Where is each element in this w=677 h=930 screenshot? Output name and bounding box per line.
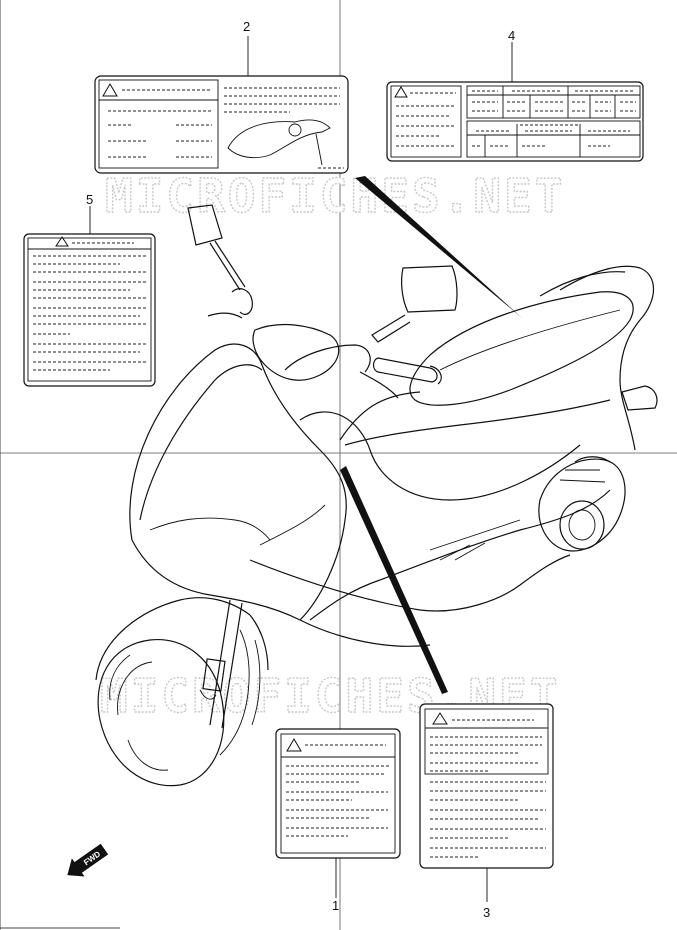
rear-light: [621, 385, 658, 411]
leader-3: [340, 466, 448, 694]
warning-icon: [55, 236, 69, 247]
seat: [409, 291, 634, 406]
front-wheel: [97, 638, 225, 787]
label-4: [386, 81, 644, 162]
warning-icon: [102, 83, 118, 97]
callout-3: 3: [483, 905, 490, 920]
callout-1: 1: [332, 898, 339, 913]
label-5: [23, 233, 156, 387]
scooter-illustration: [95, 204, 658, 787]
arrow-icon: [67, 843, 109, 877]
callout-2: 2: [243, 19, 250, 34]
left-mirror: [187, 204, 223, 246]
label-2: [94, 75, 349, 174]
callout-5: 5: [86, 192, 93, 207]
forward-direction-arrow: FWD: [67, 843, 109, 877]
warning-icon: [286, 738, 302, 752]
watermark-top: MICROFICHES.NET: [105, 169, 565, 223]
warning-icon: [394, 86, 408, 98]
leader-2: [355, 176, 522, 318]
label-3: [419, 703, 554, 869]
leader-lines: [89, 36, 522, 902]
label-1: [275, 728, 401, 859]
right-mirror: [401, 265, 458, 313]
warning-icon: [432, 712, 448, 725]
callout-4: 4: [508, 28, 515, 43]
